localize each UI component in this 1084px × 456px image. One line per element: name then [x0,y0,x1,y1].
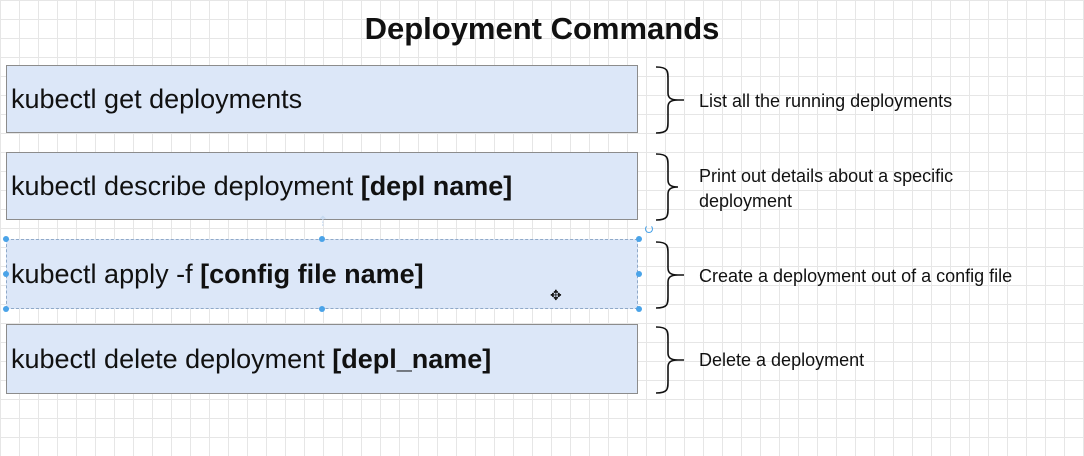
resize-handle-icon[interactable] [319,236,325,242]
up-arrow-icon[interactable]: ⇡ [317,213,329,229]
resize-handle-icon[interactable] [319,306,325,312]
right-brace-icon [655,241,684,309]
command-text: kubectl describe deployment [11,170,361,201]
command-text: kubectl get deployments [11,83,303,114]
command-argument: [config file name] [200,258,424,289]
resize-handle-icon[interactable] [636,236,642,242]
command-box-apply-config[interactable]: kubectl apply -f [config file name] [6,239,638,309]
resize-handle-icon[interactable] [636,271,642,277]
command-argument: [depl name] [360,170,513,201]
rotate-handle-icon[interactable] [645,225,653,233]
right-brace-icon [655,326,684,394]
right-brace-icon [655,66,684,134]
command-box-get-deployments[interactable]: kubectl get deployments [6,65,638,133]
command-text: kubectl delete deployment [11,343,333,374]
command-text: kubectl apply -f [11,258,201,289]
description-delete-deployment: Delete a deployment [699,350,865,370]
description-apply-config: Create a deployment out of a config file [699,266,1013,286]
resize-handle-icon[interactable] [3,236,9,242]
command-box-delete-deployment[interactable]: kubectl delete deployment [depl_name] [6,324,638,394]
command-box-describe-deployment[interactable]: kubectl describe deployment [depl name] [6,152,638,220]
resize-handle-icon[interactable] [3,306,9,312]
resize-handle-icon[interactable] [636,306,642,312]
right-brace-icon [655,153,679,221]
move-cursor-icon: ✥ [550,287,562,303]
description-describe-deployment: Print out details about a specific deplo… [699,166,954,211]
command-argument: [depl_name] [332,343,492,374]
page-title: Deployment Commands [364,11,720,46]
description-get-deployments: List all the running deployments [699,91,953,111]
resize-handle-icon[interactable] [3,271,9,277]
